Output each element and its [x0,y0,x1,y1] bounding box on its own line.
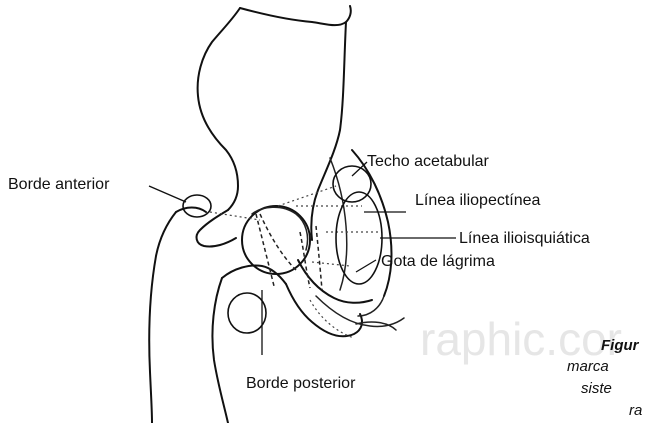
label-linea-iliopectinea: Línea iliopectínea [415,192,541,209]
ischial-spine-line [358,296,384,316]
label-borde-posterior: Borde posterior [246,375,356,392]
roof-dotted-line [278,186,336,206]
anterior-rim-dashed-line [256,214,274,286]
caption-line-1: Figur [601,337,640,354]
posterior-rim-dashed-line [260,214,296,270]
caption-line-2: marca [567,358,609,375]
femoral-shaft-medial [212,278,228,423]
femoral-shaft-lateral [149,212,176,423]
leader-borde-anterior [149,186,186,202]
caption-line-3: siste [581,380,612,397]
iliac-posterior-edge [311,22,346,240]
label-gota-de-lagrima: Gota de lágrima [381,253,495,270]
borde-posterior-marker [228,293,266,333]
label-techo-acetabular: Techo acetabular [367,153,490,170]
teardrop-dotted-line [312,262,350,266]
label-borde-anterior: Borde anterior [8,176,110,193]
greater-trochanter [176,208,206,213]
ilioischial-dashed-line [316,226,322,290]
label-linea-ilioisquiatica: Línea ilioisquiática [459,230,590,247]
borde-anterior-marker [183,195,211,217]
pelvic-brim-inner [330,158,347,290]
iliac-wing-outline [198,8,240,210]
pelvic-brim-outer [352,150,391,296]
caption-line-4: ra [629,402,642,419]
teardrop-dashed-line [300,232,310,288]
leader-techo-acetabular [352,162,367,176]
pubic-ramus [316,296,404,327]
iliac-crest [240,6,351,25]
leader-gota-de-lagrima [356,260,376,272]
